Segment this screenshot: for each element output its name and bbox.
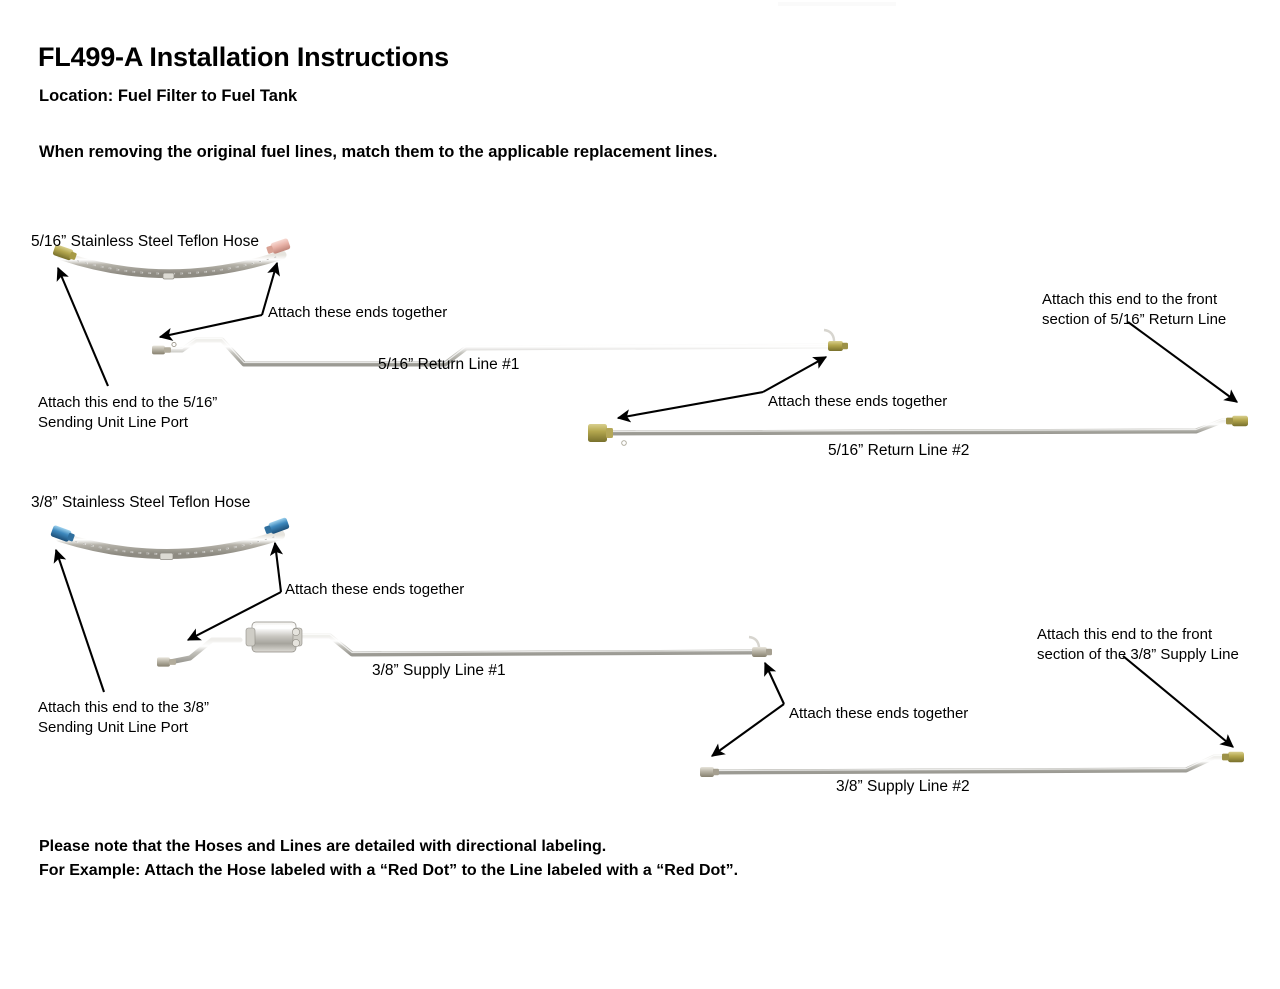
hose-38-graphic: [50, 517, 290, 560]
arrow-to-supply2-left-end: [711, 703, 785, 757]
callout-sending-unit-516-line2: Sending Unit Line Port: [38, 413, 189, 431]
top-edge-artifact: [778, 2, 896, 6]
arrow-to-516-hose-right-end: [260, 261, 280, 316]
label-hose-516: 5/16” Stainless Steel Teflon Hose: [31, 233, 260, 250]
callout-front-section-38-line2: section of the 3/8” Supply Line: [1037, 645, 1239, 663]
label-return-line-1: 5/16” Return Line #1: [378, 356, 520, 373]
arrow-to-38-hose-right-end: [269, 541, 284, 593]
label-hose-38: 3/8” Stainless Steel Teflon Hose: [31, 494, 251, 511]
return-line-2-graphic: [588, 415, 1248, 446]
arrow-to-supply1-right-end: [764, 661, 785, 705]
callout-sending-unit-38-line1: Attach this end to the 3/8”: [38, 699, 209, 716]
inline-fuel-filter-graphic: [245, 621, 303, 653]
callout-sending-unit-516-line1: Attach this end to the 5/16”: [38, 394, 218, 411]
callout-attach-ends-4: Attach these ends together: [789, 705, 969, 722]
arrow-to-return1-left-end: [158, 313, 263, 341]
callout-front-section-516-line1: Attach this end to the front: [1042, 291, 1218, 308]
callout-sending-unit-516: Attach this end to the 5/16” Sending Unit…: [38, 393, 217, 433]
hose-516-graphic: [52, 238, 291, 280]
note-directional-labeling: Please note that the Hoses and Lines are…: [39, 838, 607, 855]
return-line-1-graphic: [152, 328, 848, 367]
arrow-to-return1-right-end: [762, 356, 828, 393]
callout-attach-ends-2: Attach these ends together: [768, 393, 948, 410]
label-return-line-2: 5/16” Return Line #2: [828, 442, 970, 459]
arrow-to-return2-right-end: [1127, 321, 1238, 403]
callout-sending-unit-38: Attach this end to the 3/8” Sending Unit …: [38, 698, 209, 738]
callout-front-section-516-line2: section of 5/16” Return Line: [1042, 310, 1227, 328]
arrow-to-516-hose-left-end: [56, 266, 109, 387]
supply-line-1-graphic: [157, 621, 772, 667]
note-red-dot-example: For Example: Attach the Hose labeled wit…: [39, 862, 739, 879]
location-subtitle: Location: Fuel Filter to Fuel Tank: [39, 87, 298, 105]
callout-front-section-38-line1: Attach this end to the front: [1037, 626, 1213, 643]
page-title: FL499-A Installation Instructions: [38, 42, 449, 72]
arrow-to-return2-left-end: [616, 390, 764, 423]
arrow-to-supply2-right-end: [1122, 655, 1234, 748]
intro-instruction: When removing the original fuel lines, m…: [39, 143, 718, 161]
arrow-to-38-hose-left-end: [53, 548, 105, 693]
label-supply-line-1: 3/8” Supply Line #1: [372, 662, 506, 679]
callout-sending-unit-38-line2: Sending Unit Line Port: [38, 718, 189, 736]
arrow-to-supply1-left-end: [186, 591, 282, 641]
callout-front-section-38: Attach this end to the front section of t…: [1037, 625, 1239, 665]
callout-attach-ends-1: Attach these ends together: [268, 304, 448, 321]
label-supply-line-2: 3/8” Supply Line #2: [836, 778, 970, 795]
supply-line-2-graphic: [700, 751, 1244, 777]
callout-front-section-516: Attach this end to the front section of 5…: [1042, 290, 1226, 330]
callout-attach-ends-3: Attach these ends together: [285, 581, 465, 598]
